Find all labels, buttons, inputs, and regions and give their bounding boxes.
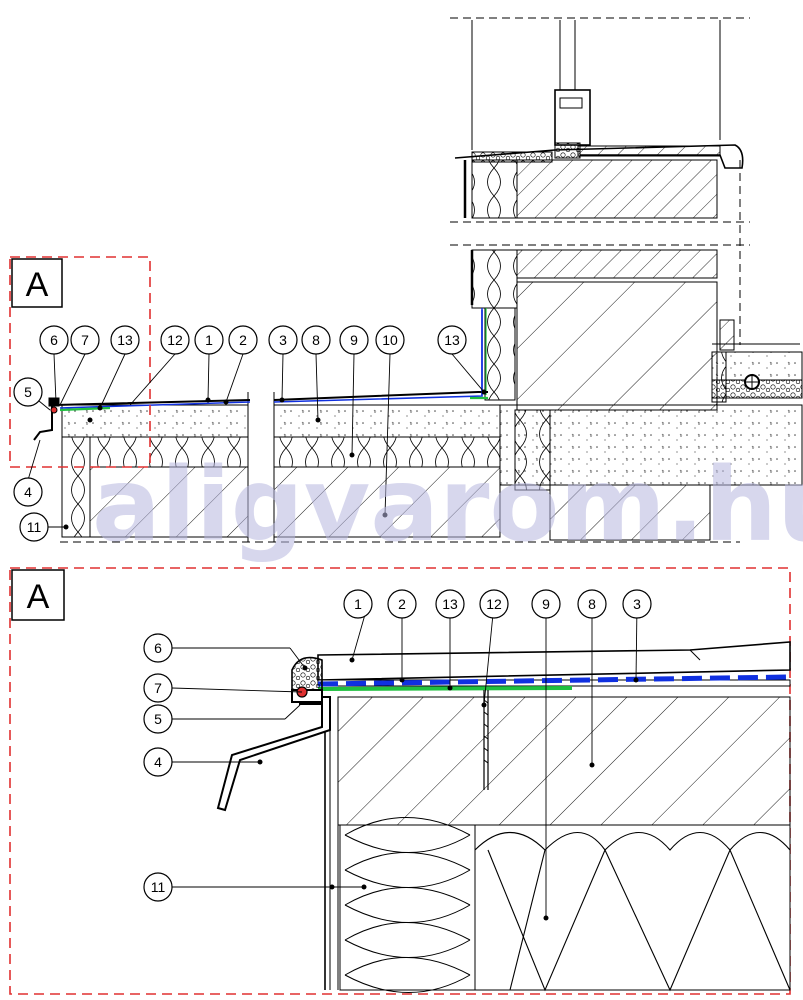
callout-label: 3 — [633, 596, 641, 612]
callout-label: 10 — [382, 332, 398, 348]
callout-d5: 5 — [143, 704, 173, 734]
callout-label: 12 — [486, 596, 502, 612]
callout-circle — [435, 589, 465, 619]
terrace-build-up — [33, 310, 803, 543]
callout-t12: 12 — [160, 325, 190, 355]
callout-label: 13 — [442, 596, 458, 612]
callout-circle — [622, 589, 652, 619]
callout-circle — [160, 325, 190, 355]
detail-section: A — [9, 567, 791, 995]
callout-d1: 1 — [343, 589, 373, 619]
callout-t4: 4 — [13, 477, 43, 507]
overview-leader-dots — [53, 389, 487, 530]
callout-circle — [70, 325, 100, 355]
callout-d6: 6 — [143, 633, 173, 663]
callout-circle — [143, 673, 173, 703]
watermark: aligvarom.hu — [92, 446, 803, 565]
callout-label: 9 — [542, 596, 550, 612]
callout-circle — [143, 633, 173, 663]
callout-circle — [143, 872, 173, 902]
callout-circle — [19, 512, 49, 542]
callout-circle — [375, 325, 405, 355]
callout-label: 8 — [312, 332, 320, 348]
callout-label: 6 — [50, 332, 58, 348]
callout-circle — [577, 589, 607, 619]
callout-d13: 13 — [435, 589, 465, 619]
callout-label: 5 — [154, 711, 162, 727]
callout-label: 13 — [444, 332, 460, 348]
section-mark-box-detail — [11, 569, 65, 621]
callout-d3: 3 — [622, 589, 652, 619]
callout-circle — [143, 747, 173, 777]
callout-circle — [301, 325, 331, 355]
callout-circle — [531, 589, 561, 619]
callout-label: 9 — [350, 332, 358, 348]
callout-circle — [268, 325, 298, 355]
callout-circle — [13, 377, 43, 407]
callout-label: 12 — [167, 332, 183, 348]
callout-d8: 8 — [577, 589, 607, 619]
callout-circle — [194, 325, 224, 355]
callout-label: 4 — [24, 484, 32, 500]
section-mark-detail: A — [27, 578, 50, 616]
callout-circle — [13, 477, 43, 507]
callout-circle — [143, 704, 173, 734]
upper-wall — [450, 17, 803, 411]
callout-label: 6 — [154, 640, 162, 656]
section-mark-overview: A — [26, 266, 49, 304]
callout-t11: 11 — [19, 512, 49, 542]
callout-label: 8 — [588, 596, 596, 612]
callout-label: 13 — [117, 332, 133, 348]
callout-t13b: 13 — [437, 325, 467, 355]
callout-t5: 5 — [13, 377, 43, 407]
callout-d7: 7 — [143, 673, 173, 703]
callout-t7: 7 — [70, 325, 100, 355]
callout-t1: 1 — [194, 325, 224, 355]
callout-label: 11 — [27, 519, 42, 535]
callout-t9: 9 — [339, 325, 369, 355]
detail-leader-dots — [257, 657, 639, 921]
callout-label: 11 — [151, 879, 166, 895]
callout-t10: 10 — [375, 325, 405, 355]
callout-circle — [228, 325, 258, 355]
callout-label: 2 — [239, 332, 247, 348]
callout-label: 1 — [205, 332, 213, 348]
callout-label: 7 — [81, 332, 89, 348]
callout-d9: 9 — [531, 589, 561, 619]
callout-circle — [110, 325, 140, 355]
callout-t2: 2 — [228, 325, 258, 355]
callout-circle — [437, 325, 467, 355]
section-mark-box-overview — [11, 258, 63, 308]
callout-label: 7 — [154, 680, 162, 696]
callout-t13a: 13 — [110, 325, 140, 355]
callout-label: 5 — [24, 384, 32, 400]
detail-layers — [216, 641, 791, 993]
callout-label: 3 — [279, 332, 287, 348]
callout-t6: 6 — [39, 325, 69, 355]
callout-t8: 8 — [301, 325, 331, 355]
callout-d4: 4 — [143, 747, 173, 777]
overview-section: A — [9, 17, 803, 543]
callout-circle — [479, 589, 509, 619]
callout-d12: 12 — [479, 589, 509, 619]
callout-t3: 3 — [268, 325, 298, 355]
callout-circle — [39, 325, 69, 355]
callout-label: 4 — [154, 754, 162, 770]
detail-frame-overview — [9, 256, 151, 468]
overview-leaders — [27, 353, 485, 528]
callout-label: 1 — [354, 596, 362, 612]
callout-d11: 11 — [143, 872, 173, 902]
callout-label: 2 — [398, 596, 406, 612]
callout-circle — [339, 325, 369, 355]
callout-d2: 2 — [387, 589, 417, 619]
callout-circle — [343, 589, 373, 619]
callout-circle — [387, 589, 417, 619]
